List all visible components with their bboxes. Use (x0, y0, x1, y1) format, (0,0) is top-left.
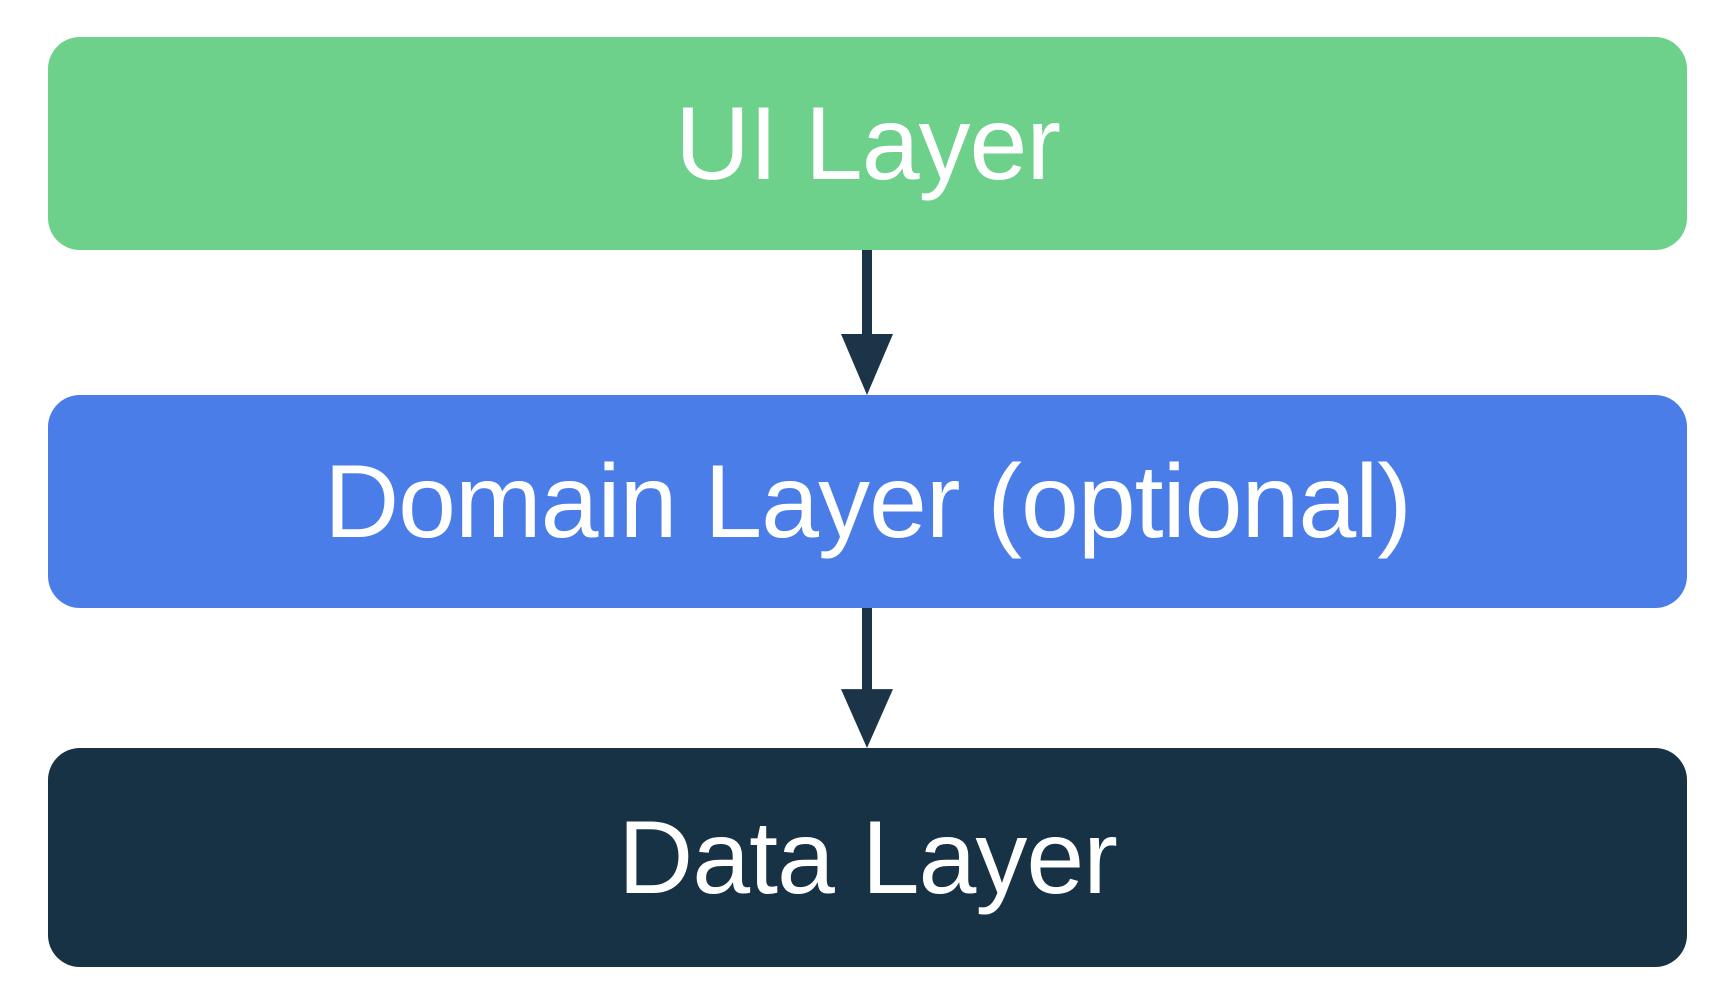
data-layer-label: Data Layer (618, 799, 1118, 916)
ui-layer-label: UI Layer (674, 85, 1061, 202)
arrow-domain-to-data-icon (841, 608, 893, 748)
domain-layer-box: Domain Layer (optional) (48, 395, 1687, 608)
domain-layer-label: Domain Layer (optional) (324, 443, 1412, 560)
data-layer-box: Data Layer (48, 748, 1687, 967)
ui-layer-box: UI Layer (48, 37, 1687, 250)
arrow-ui-to-domain-icon (841, 250, 893, 395)
